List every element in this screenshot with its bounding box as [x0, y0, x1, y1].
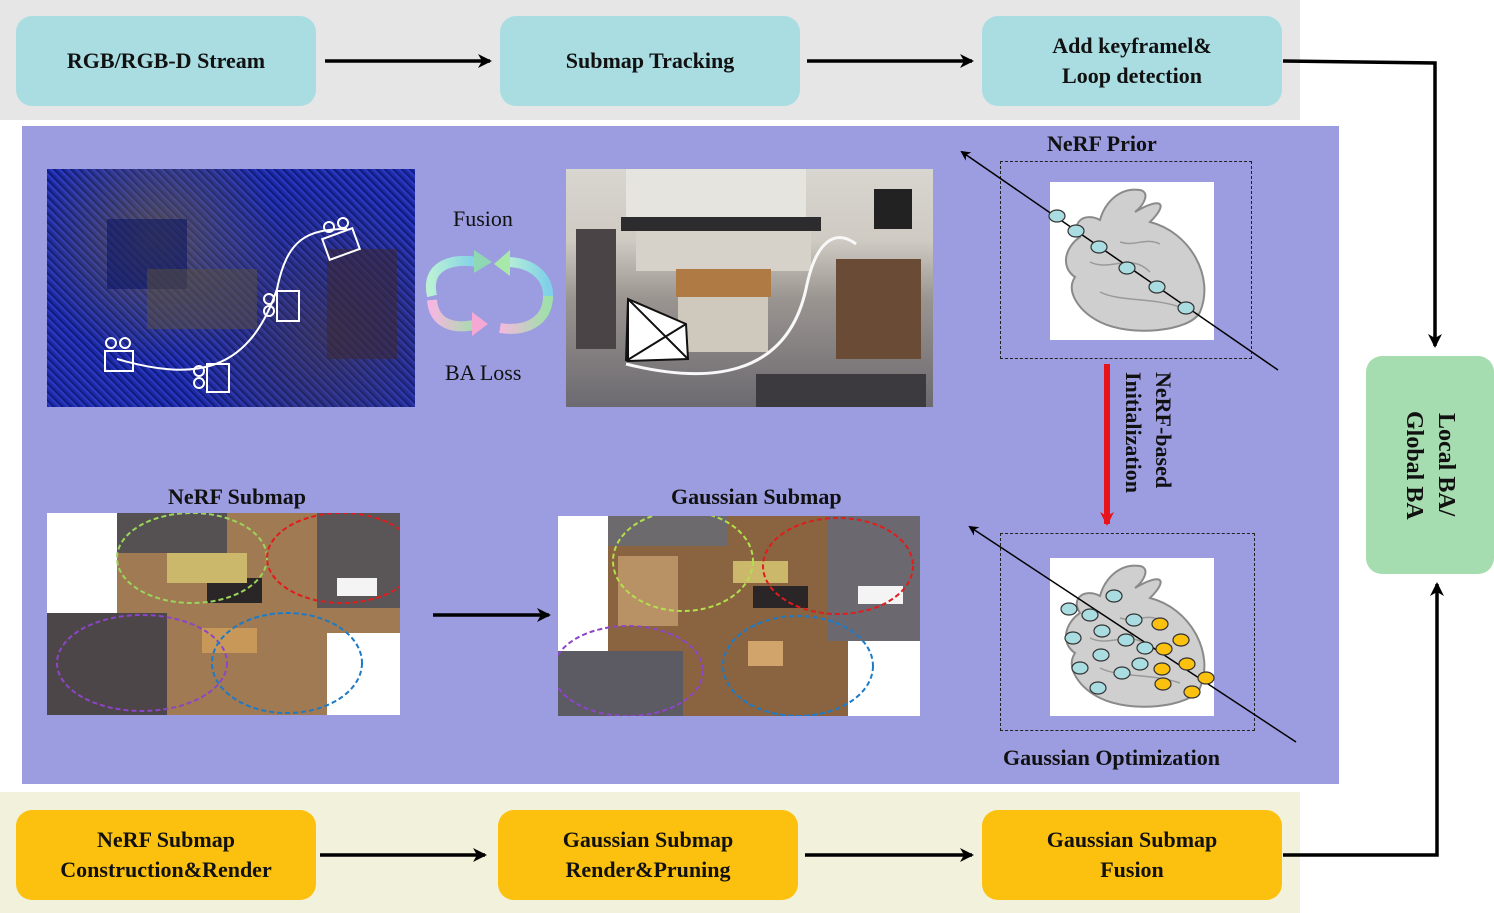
submap-tracking-box: Submap Tracking [500, 16, 800, 106]
gaussian-render-box: Gaussian Submap Render&Pruning [498, 810, 798, 900]
camera-frustum-icon [625, 297, 690, 363]
nerf-submap-image [47, 513, 400, 715]
gaussian-submap-render [558, 516, 920, 716]
camera-icon [104, 217, 362, 393]
gaussian-submap-image [558, 516, 920, 716]
nerf-construction-box: NeRF Submap Construction&Render [16, 810, 316, 900]
kitchen-scene-overlay [576, 169, 926, 407]
nerf-construction-label: NeRF Submap Construction&Render [60, 827, 272, 882]
trajectory-overlay [104, 217, 397, 393]
nerf-prior-label: NeRF Prior [1047, 131, 1157, 156]
gaussian-fusion-label: Gaussian Submap Fusion [1046, 827, 1218, 882]
submap-tracking-label: Submap Tracking [565, 48, 735, 73]
kitchen-image [566, 169, 933, 407]
gaussian-submap-label: Gaussian Submap [671, 484, 842, 509]
bunny-icon [1065, 188, 1206, 332]
gaussian-render-label: Gaussian Submap Render&Pruning [562, 827, 734, 882]
point-cloud-image [47, 169, 415, 407]
nerf-init-label: NeRF-based Initialization [1121, 372, 1176, 494]
gaussian-fusion-box: Gaussian Submap Fusion [982, 810, 1282, 900]
rgb-stream-label: RGB/RGB-D Stream [66, 48, 266, 73]
keyframe-loop-label: Add keyframel& Loop detection [1052, 33, 1212, 88]
local-global-ba-box: Local BA/ Global BA [1366, 356, 1494, 574]
gaussian-opt-label: Gaussian Optimization [1003, 745, 1220, 770]
bunny-prior-image [1050, 182, 1214, 340]
nerf-submap-label: NeRF Submap [168, 484, 306, 509]
local-global-ba-label: Local BA/ Global BA [1401, 410, 1459, 520]
fusion-label: Fusion [453, 206, 513, 231]
nerf-submap-render [47, 513, 400, 715]
keyframe-loop-box: Add keyframel& Loop detection [982, 16, 1282, 106]
ba-loss-label: BA Loss [445, 360, 522, 385]
bunny-icon [1065, 564, 1206, 708]
bunny-gaussian-image [1050, 558, 1214, 716]
rgb-stream-box: RGB/RGB-D Stream [16, 16, 316, 106]
